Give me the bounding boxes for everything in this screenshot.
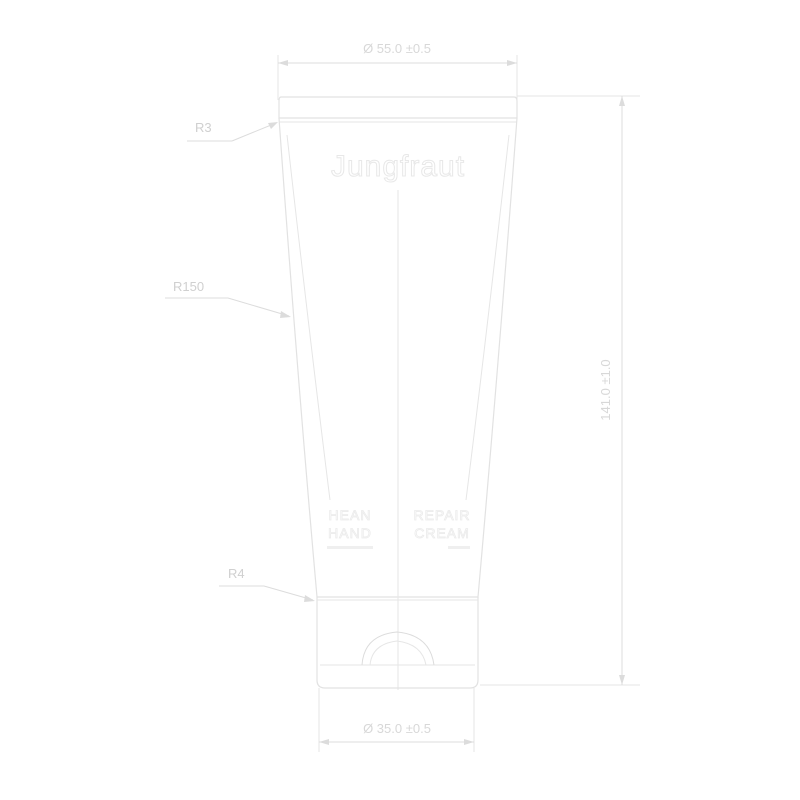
bottom-width-label: Ø 35.0 ±0.5 [363,721,431,736]
height-dimension: 141.0 ±1.0 [480,95,640,686]
callout-r150: R150 [165,279,291,318]
left-line-2: HAND [328,525,372,541]
callout-r3: R3 [187,120,278,142]
tube-cap [316,597,479,689]
callout-r150-label: R150 [173,279,204,294]
brand-name: Jungfraut [331,150,465,183]
callout-r4: R4 [219,566,315,602]
right-fine-print [448,546,470,549]
bottom-width-dimension: Ø 35.0 ±0.5 [318,688,475,752]
callout-r4-label: R4 [228,566,245,581]
left-fine-print [327,546,373,549]
left-line-1: HEAN [329,507,372,523]
callout-r3-label: R3 [195,120,212,135]
tube-label: Jungfraut HEAN HAND REPAIR CREAM [327,150,470,549]
top-width-dimension: Ø 55.0 ±0.5 [277,41,518,100]
tube-outline [278,96,518,690]
top-width-label: Ø 55.0 ±0.5 [363,41,431,56]
right-line-1: REPAIR [413,507,470,523]
height-label: 141.0 ±1.0 [598,359,613,420]
right-line-2: CREAM [414,525,470,541]
